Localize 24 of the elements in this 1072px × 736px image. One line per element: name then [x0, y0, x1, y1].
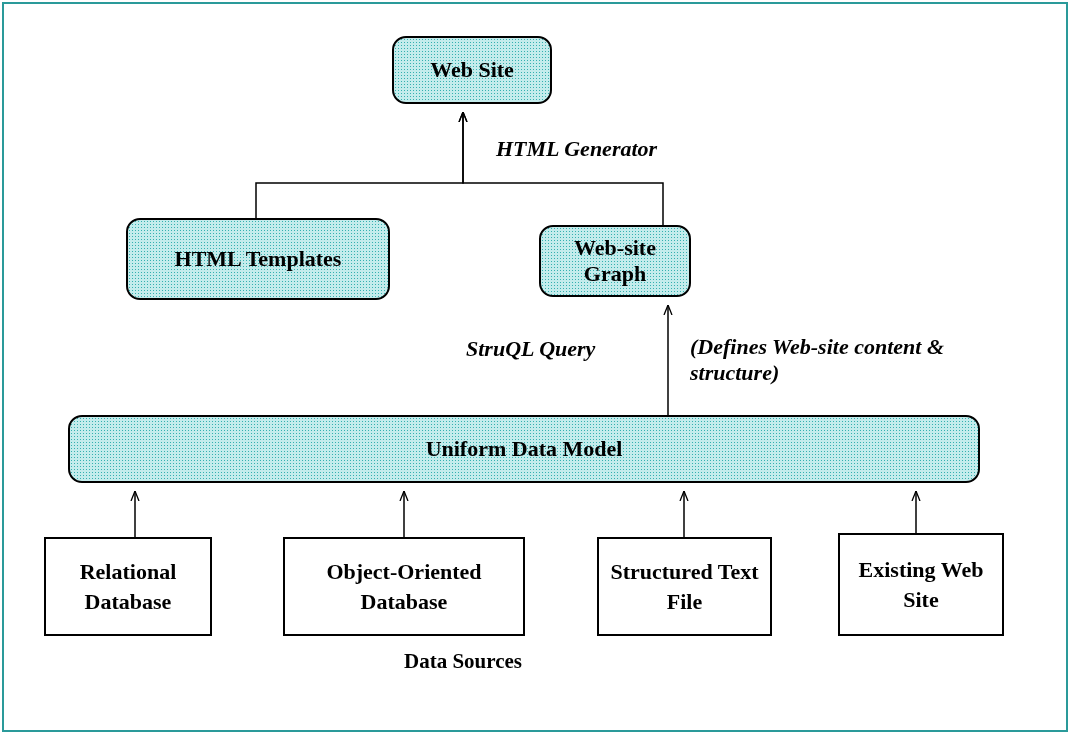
rounded-box	[392, 36, 552, 104]
node-label: Relational Database	[78, 557, 178, 616]
node-label: HTML Templates	[174, 246, 342, 272]
rounded-box	[539, 225, 691, 297]
arrow	[663, 304, 673, 416]
annotation-text: (Defines Web-site content & structure)	[690, 334, 945, 386]
node-label: Object-Oriented Database	[325, 557, 483, 616]
arrow	[911, 490, 921, 534]
source-box	[838, 533, 1004, 636]
node-label: Web Site	[430, 57, 514, 83]
node-label: Uniform Data Model	[425, 436, 623, 462]
arrow	[458, 111, 664, 226]
caption-text: Data Sources	[404, 648, 523, 675]
source-box	[283, 537, 525, 636]
arrow	[679, 490, 689, 538]
arrow	[399, 490, 409, 538]
rounded-box	[68, 415, 980, 483]
arrow	[130, 490, 140, 538]
rounded-box	[126, 218, 390, 300]
node-label: Existing Web Site	[857, 555, 985, 614]
node-label: Web-site Graph	[573, 235, 657, 287]
node-label: Structured Text File	[609, 557, 760, 616]
source-box	[44, 537, 212, 636]
source-box	[597, 537, 772, 636]
